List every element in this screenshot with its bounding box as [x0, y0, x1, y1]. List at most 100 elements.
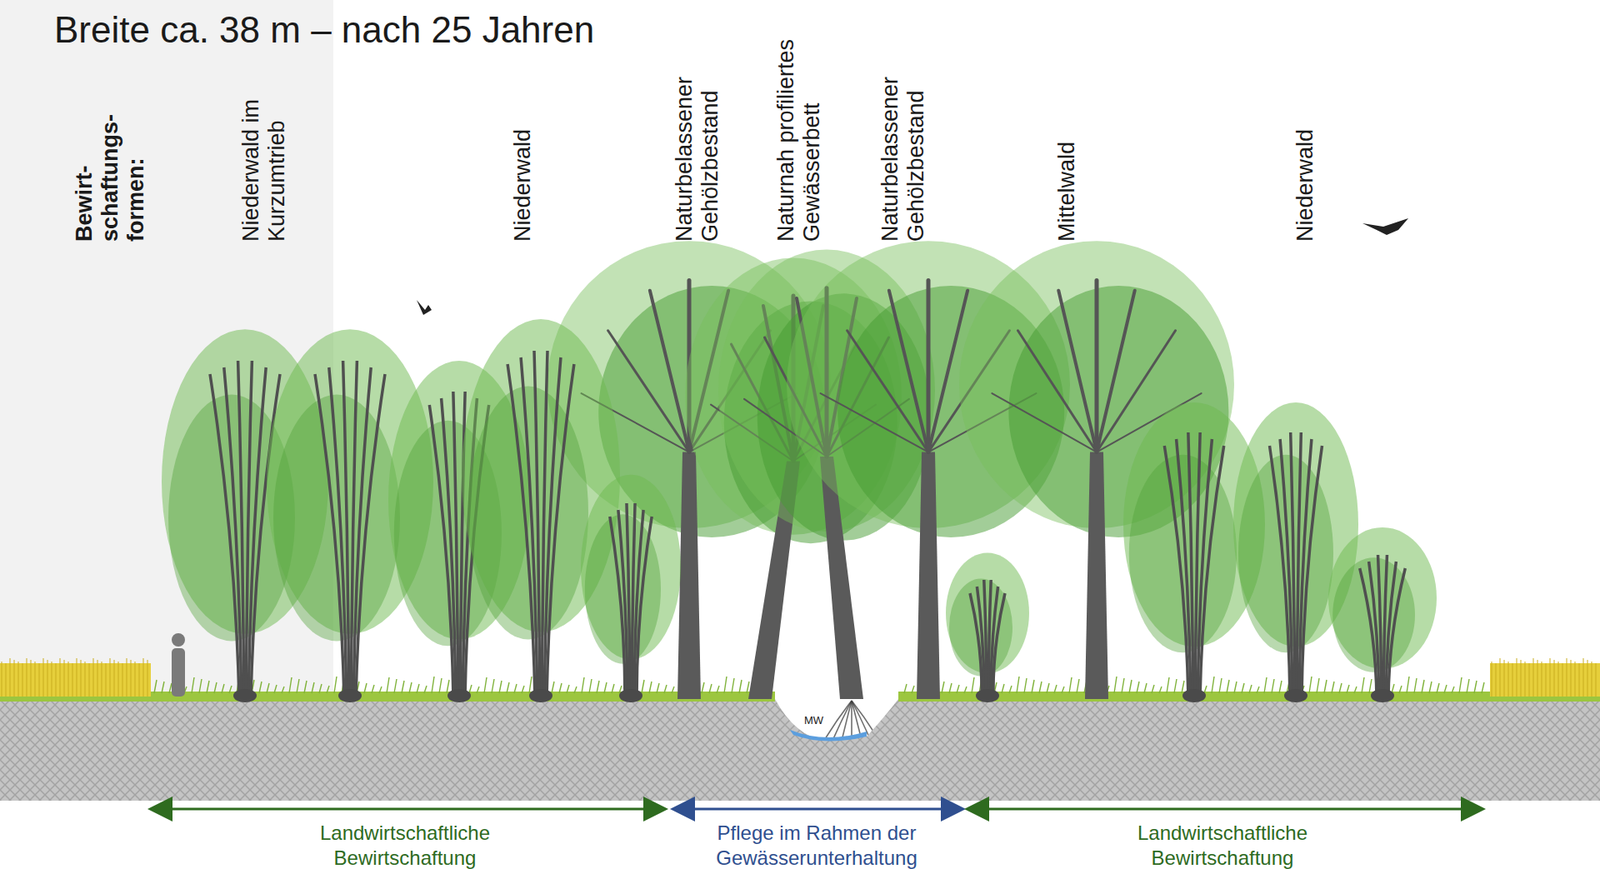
grass-blade	[971, 677, 975, 694]
grass-blade	[596, 680, 600, 694]
trunk	[1085, 452, 1109, 700]
crop-stalk	[1570, 660, 1572, 697]
grass-blade	[229, 685, 232, 694]
soil	[0, 699, 1600, 801]
crown	[1129, 455, 1237, 653]
zone-label: Landwirtschaftliche Bewirtschaftung	[292, 820, 518, 869]
grass-blade	[1174, 679, 1177, 694]
grass-blade	[964, 686, 967, 694]
grass-blade	[581, 677, 585, 694]
grass-blade	[499, 680, 502, 694]
grass-blade	[154, 680, 157, 694]
stool	[338, 689, 362, 703]
column-label: Mittelwald	[1054, 62, 1080, 242]
stool	[233, 689, 257, 703]
crop-stalk	[55, 663, 57, 697]
crown	[1238, 455, 1334, 653]
grass-blade	[281, 686, 285, 694]
branch	[820, 393, 929, 453]
stem	[355, 374, 385, 700]
crop-stalk	[1583, 658, 1585, 697]
grass-blade	[394, 679, 397, 694]
stem	[1188, 432, 1194, 700]
grass-blade	[484, 677, 487, 694]
grass-blade	[1226, 680, 1230, 694]
grass-blade	[1271, 679, 1275, 694]
crown	[468, 386, 589, 640]
grass-blade	[1129, 680, 1132, 694]
stool	[529, 689, 553, 703]
grass-blade	[1046, 683, 1050, 694]
crop-stalk	[89, 663, 90, 697]
grass-blade	[1211, 676, 1215, 694]
crop-stalk	[64, 660, 65, 697]
grass-blade	[469, 685, 472, 694]
column-label: Niederwald	[1292, 62, 1319, 242]
grass-blade	[949, 683, 952, 694]
crop-stalk	[35, 661, 36, 697]
crown	[273, 395, 400, 642]
stem	[238, 360, 245, 700]
grass-blade	[386, 677, 390, 694]
grass-blade	[401, 680, 405, 694]
person	[171, 633, 185, 697]
grass-blade	[1354, 686, 1357, 694]
crop-stalk	[105, 663, 107, 697]
grass-blade	[289, 677, 292, 694]
column-label: Naturbelassener Gehölzbestand	[877, 8, 930, 242]
grass-blade	[431, 676, 435, 694]
crop-stalk	[1504, 660, 1505, 697]
grass-blade	[1369, 679, 1372, 694]
crop-stalk	[22, 663, 24, 697]
stem	[1301, 445, 1323, 700]
grass-blade	[379, 686, 382, 694]
grass-blade	[716, 685, 720, 694]
stem	[1388, 568, 1405, 700]
grass-blade	[1481, 682, 1485, 694]
grass-blade	[514, 684, 517, 694]
stool	[619, 689, 643, 703]
grass-blade	[311, 682, 315, 694]
grass-blade	[304, 680, 307, 694]
grass-blade	[1436, 683, 1440, 694]
grass-blade	[611, 684, 615, 694]
branch	[608, 330, 690, 453]
grass-blade	[941, 681, 945, 694]
grass-blade	[1264, 677, 1267, 694]
grass-blade	[1121, 678, 1125, 694]
grass-blade	[1076, 679, 1080, 694]
crop-stalk	[101, 661, 103, 697]
branch	[926, 280, 931, 452]
crop-field	[0, 663, 151, 697]
crop-stalk	[1575, 661, 1576, 697]
grass-blade	[1279, 680, 1282, 694]
crop-stalk	[14, 660, 15, 697]
crop-stalk	[126, 658, 128, 697]
stem	[1369, 561, 1380, 700]
crop-stalk	[1520, 660, 1522, 697]
crop-stalk	[1529, 663, 1530, 697]
grass-blade	[589, 679, 592, 694]
grass-blade	[476, 686, 480, 694]
crop-stalk	[1566, 658, 1568, 697]
grass-blade	[409, 682, 412, 694]
grass-blade	[1444, 685, 1447, 694]
diagram-title: Breite ca. 38 m – nach 25 Jahren	[54, 8, 595, 52]
grass-blade	[439, 678, 442, 694]
crop-stalk	[1, 661, 3, 697]
span-arrow	[969, 808, 1481, 811]
stem	[618, 510, 628, 700]
branch	[889, 290, 929, 453]
crop-stalk	[26, 658, 28, 697]
crop-stalk	[51, 661, 53, 697]
grass-blade	[1256, 686, 1260, 694]
grass-blade	[161, 681, 165, 694]
column-label: Niederwald im Kurzumtrieb	[238, 62, 290, 242]
crop-stalk	[114, 660, 115, 697]
grass-blade	[1069, 677, 1072, 694]
crop-stalk	[39, 663, 40, 697]
crop-stalk	[1545, 663, 1547, 697]
grass-blade	[1024, 678, 1027, 694]
stem	[534, 350, 540, 700]
grass-blade	[739, 680, 742, 694]
